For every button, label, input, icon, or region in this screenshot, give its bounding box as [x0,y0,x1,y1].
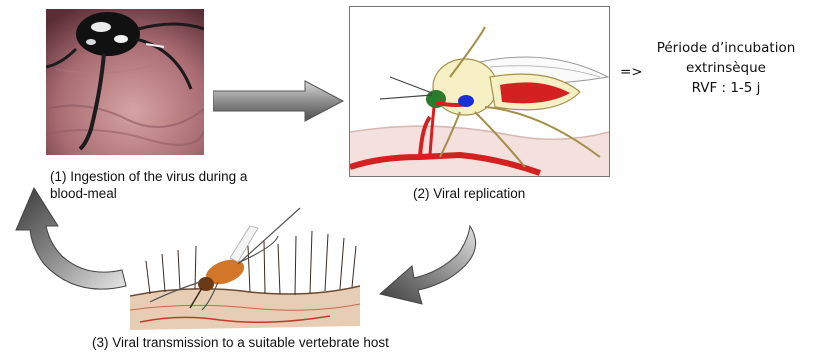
right-arrow [213,80,345,122]
step2-caption: (2) Viral replication [413,185,525,202]
step3-caption: (3) Viral transmission to a suitable ver… [92,334,389,351]
incubation-line-2: extrinsèque [646,58,806,78]
incubation-line-3: RVF : 1-5 j [646,78,806,98]
viral-replication-illustration [349,6,610,177]
viral-transmission-illustration [130,206,360,330]
incubation-label: Période d’incubation extrinsèque RVF : 1… [646,38,806,98]
curved-arrow-2-to-3 [378,224,488,310]
incubation-line-1: Période d’incubation [646,38,806,58]
ingestion-photo [46,9,204,155]
step1-caption-line-1: (1) Ingestion of the virus during a [50,168,310,185]
curved-arrow-3-to-1 [6,186,128,298]
incubation-arrow: => [620,62,643,82]
